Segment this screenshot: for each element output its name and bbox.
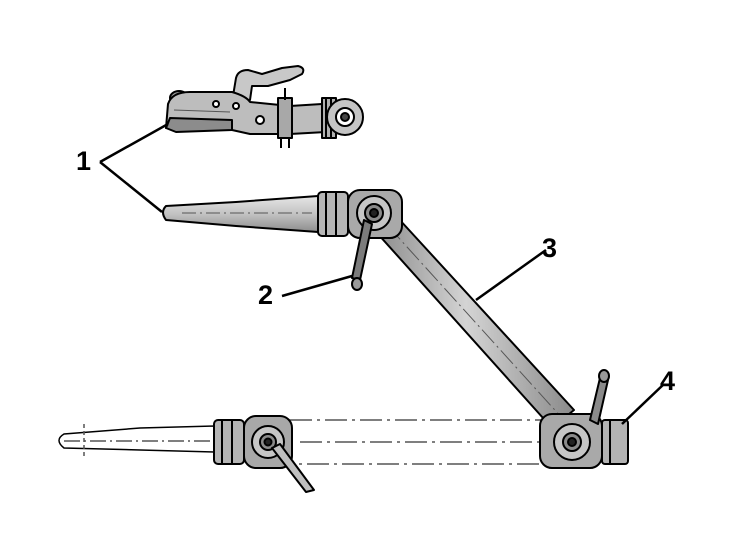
lower-joint-with-end-cap [539, 369, 629, 469]
callout-4: 4 [660, 366, 676, 396]
leader-1b [99, 161, 163, 213]
callout-2: 2 [258, 280, 274, 310]
leader-4 [621, 383, 665, 425]
callout-1: 1 [76, 146, 92, 176]
leader-2 [281, 274, 353, 298]
upper-joint-with-lever [347, 189, 403, 291]
leader-3 [475, 248, 547, 302]
callout-3: 3 [542, 233, 558, 263]
coupling-head [165, 65, 364, 148]
stowed-drawbar-outline [58, 419, 551, 465]
leader-1a [99, 122, 169, 164]
leader-lines [99, 122, 665, 425]
drawbar-horn [162, 191, 349, 237]
stowed-joint [213, 415, 315, 493]
